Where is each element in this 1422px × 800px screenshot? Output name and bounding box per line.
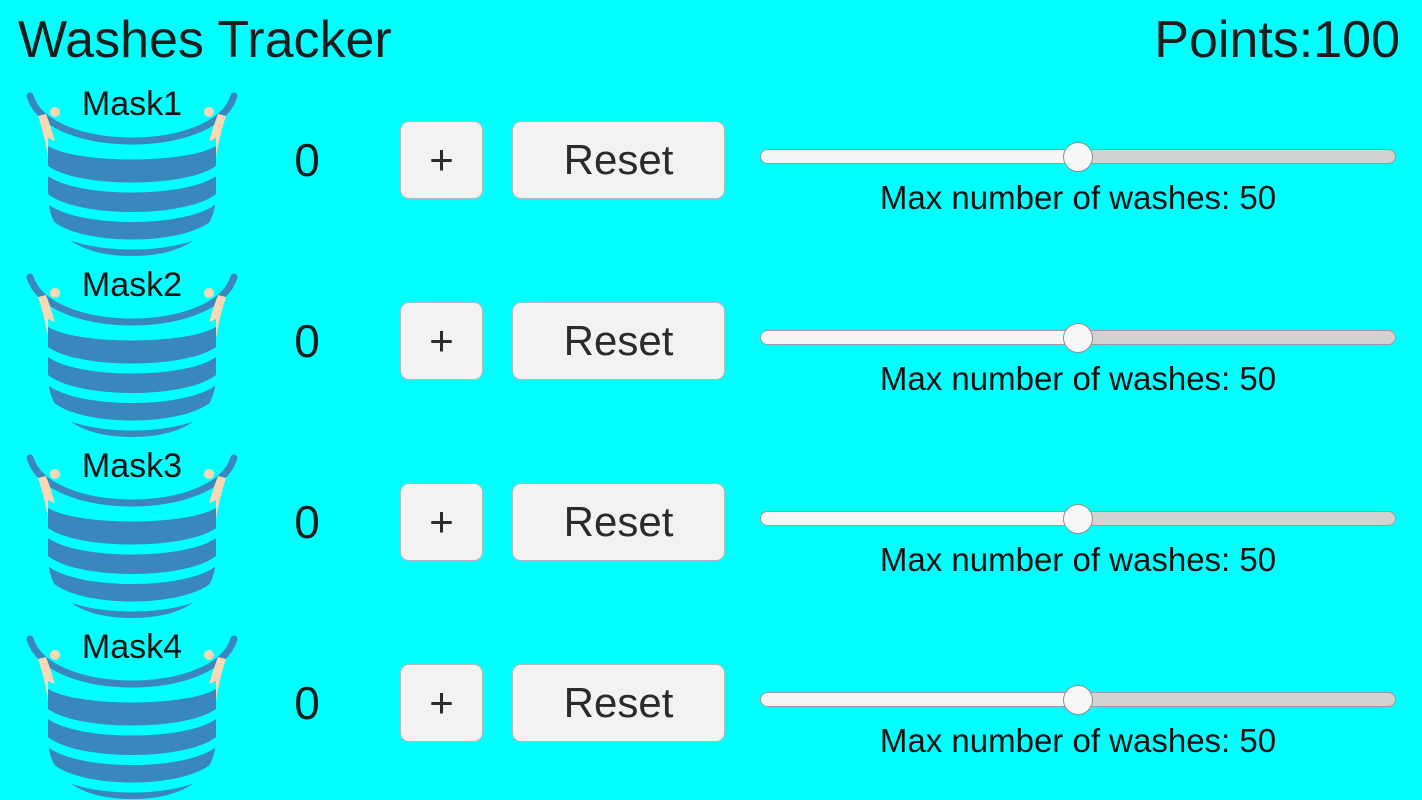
wash-count: 0 (294, 496, 320, 548)
mask-icon (26, 454, 238, 618)
mask-body (48, 681, 216, 799)
mask-ear-dot-left (50, 469, 60, 479)
wash-count: 0 (294, 134, 320, 186)
mask-strap-path (26, 635, 238, 688)
mask-ear-dot-left (50, 650, 60, 660)
wash-count: 0 (294, 315, 320, 367)
max-washes-slider-thumb[interactable] (1063, 142, 1093, 172)
max-washes-caption: Max number of washes: 50 (879, 541, 1277, 578)
max-washes-slider-group: Max number of washes: 50 (760, 623, 1396, 800)
max-washes-slider-group: Max number of washes: 50 (760, 80, 1396, 261)
mask-icon (26, 92, 238, 256)
slider-fill (761, 150, 1078, 163)
mask-icon-cell: Mask2 (8, 261, 256, 442)
page-title: Washes Tracker (18, 11, 392, 69)
app-header: Washes Tracker Points:100 (0, 0, 1422, 80)
max-washes-slider-thumb[interactable] (1063, 685, 1093, 715)
mask-ear-dot-right (204, 650, 214, 660)
slider-fill (761, 512, 1078, 525)
mask-row: Mask3 0 + Reset Max number of washes: 50 (0, 442, 1422, 623)
mask-strap-path (26, 92, 238, 145)
max-washes-caption: Max number of washes: 50 (879, 360, 1277, 397)
mask-icon-cell: Mask4 (8, 623, 256, 800)
mask-icon (26, 273, 238, 437)
slider-fill (761, 693, 1078, 706)
max-washes-slider-group: Max number of washes: 50 (760, 442, 1396, 623)
increment-button[interactable]: + (400, 121, 483, 199)
mask-row-list: Mask1 0 + Reset Max number of washes: 50 (0, 80, 1422, 800)
wash-count: 0 (294, 677, 320, 729)
mask-body (48, 500, 216, 618)
mask-icon (26, 635, 238, 799)
mask-ear-dot-left (50, 288, 60, 298)
reset-button[interactable]: Reset (512, 121, 725, 199)
max-washes-slider-thumb[interactable] (1063, 323, 1093, 353)
mask-icon-cell: Mask3 (8, 442, 256, 623)
mask-body (48, 319, 216, 437)
points-text: Points:100 (1154, 11, 1400, 69)
max-washes-slider-thumb[interactable] (1063, 504, 1093, 534)
mask-row: Mask1 0 + Reset Max number of washes: 50 (0, 80, 1422, 261)
reset-button[interactable]: Reset (512, 483, 725, 561)
reset-button[interactable]: Reset (512, 664, 725, 742)
slider-fill (761, 331, 1078, 344)
mask-body (48, 138, 216, 256)
mask-row: Mask2 0 + Reset Max number of washes: 50 (0, 261, 1422, 442)
mask-row: Mask4 0 + Reset Max number of washes: 50 (0, 623, 1422, 800)
increment-button[interactable]: + (400, 483, 483, 561)
points-display: Points:100 (1154, 14, 1400, 66)
max-washes-caption: Max number of washes: 50 (879, 722, 1277, 759)
mask-strap-path (26, 454, 238, 507)
max-washes-slider-group: Max number of washes: 50 (760, 261, 1396, 442)
mask-ear-dot-right (204, 469, 214, 479)
reset-button[interactable]: Reset (512, 302, 725, 380)
mask-ear-dot-right (204, 288, 214, 298)
increment-button[interactable]: + (400, 302, 483, 380)
increment-button[interactable]: + (400, 664, 483, 742)
mask-ear-dot-right (204, 107, 214, 117)
mask-icon-cell: Mask1 (8, 80, 256, 261)
mask-ear-dot-left (50, 107, 60, 117)
max-washes-caption: Max number of washes: 50 (879, 179, 1277, 216)
mask-strap-path (26, 273, 238, 326)
